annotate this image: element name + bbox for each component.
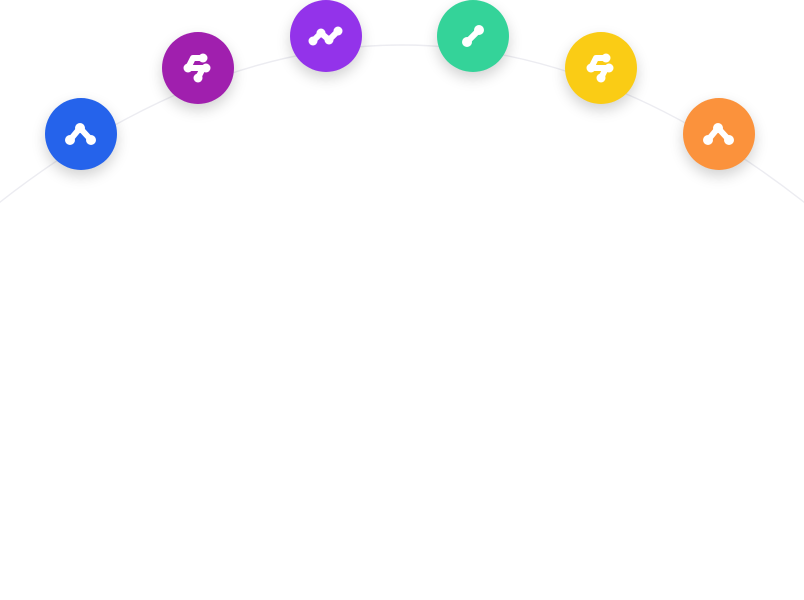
integration-node-purple[interactable] [290,0,362,72]
diagonal-link-icon [462,25,484,47]
integration-node-blue[interactable] [45,98,117,170]
s-connector-icon [183,53,211,83]
s-connector-icon [586,53,614,83]
integration-node-green[interactable] [437,0,509,72]
peak-connector-icon [703,123,734,145]
integration-node-yellow[interactable] [565,32,637,104]
integration-node-magenta[interactable] [162,32,234,104]
peak-connector-icon [65,123,96,145]
integration-node-orange[interactable] [683,98,755,170]
wave-connector-icon [308,26,343,46]
